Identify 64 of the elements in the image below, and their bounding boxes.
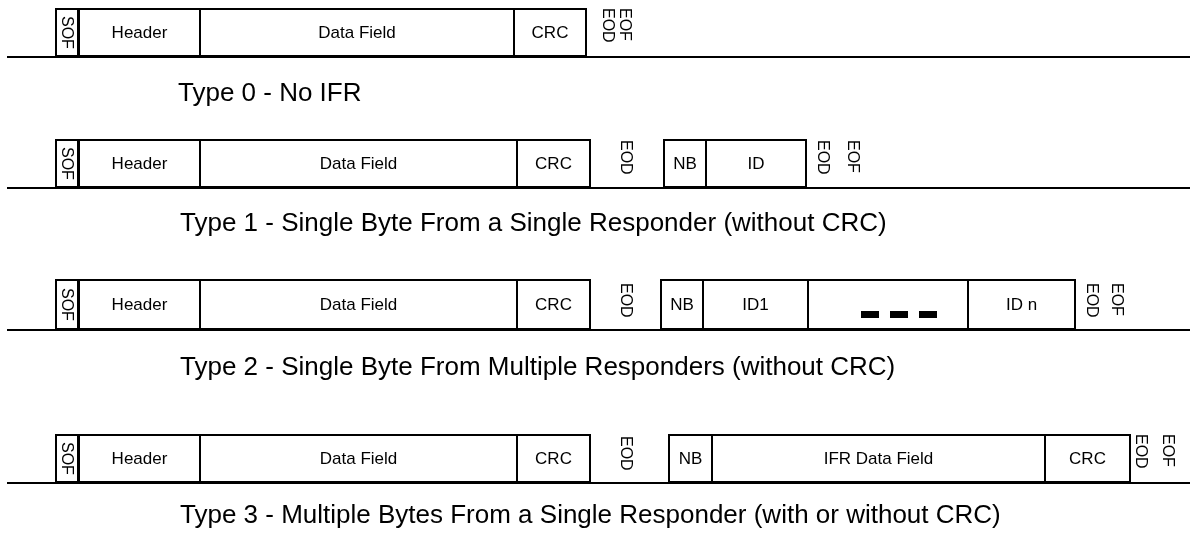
frame-field: [78, 139, 201, 188]
frame-marker-label: EOF: [617, 8, 633, 41]
field-label: ID n: [1005, 294, 1038, 315]
frame-type-caption: Type 0 - No IFR: [178, 78, 362, 107]
field-label: Data Field: [319, 448, 398, 469]
frame-field: [199, 8, 515, 57]
field-label-vertical: SOF: [59, 147, 75, 180]
frame-type-caption: Type 2 - Single Byte From Multiple Responders (without CRC): [180, 352, 896, 381]
frame-field: [516, 139, 591, 188]
frame-field: [55, 434, 79, 483]
field-label: CRC: [1069, 448, 1106, 469]
frame-field: [55, 139, 79, 188]
frame-type-caption: Type 1 - Single Byte From a Single Responder (without CRC): [180, 208, 887, 237]
field-label: Data Field: [318, 22, 396, 43]
frame-marker-label: EOF: [1160, 434, 1176, 467]
field-label: Data Field: [319, 294, 398, 315]
frame-field: [78, 434, 201, 483]
field-label: CRC: [535, 153, 572, 174]
frame-field: [78, 279, 201, 330]
frame-field: [705, 139, 807, 188]
field-label: ID: [747, 153, 765, 174]
field-label-vertical: SOF: [59, 288, 75, 321]
frame-field: [807, 279, 969, 330]
frame-field: [711, 434, 1046, 483]
field-label: NB: [678, 448, 703, 469]
frame-field: [513, 8, 587, 57]
field-label: CRC: [535, 448, 572, 469]
frame-field: [967, 279, 1076, 330]
frame-field: [516, 434, 591, 483]
frame-type-caption: Type 3 - Multiple Bytes From a Single Responder (with or without CRC): [180, 500, 1001, 529]
frame-marker-label: EOD: [815, 140, 831, 175]
field-label: NB: [673, 153, 697, 174]
frame-marker-label: EOD: [618, 436, 634, 471]
frame-marker-label: EOD: [618, 140, 634, 175]
field-label-vertical: SOF: [59, 16, 75, 49]
frame-field: [78, 8, 201, 57]
frame-field: [660, 279, 704, 330]
field-label: Header: [111, 294, 168, 315]
field-label: CRC: [535, 294, 572, 315]
field-label-vertical: SOF: [59, 442, 75, 475]
frame-field: [516, 279, 591, 330]
frame-field: [55, 279, 79, 330]
field-label: NB: [670, 294, 694, 315]
frame-field: [199, 279, 518, 330]
frame-marker-label: EOF: [845, 140, 861, 173]
field-label: Header: [111, 153, 168, 174]
frame-marker-label: EOD: [1133, 434, 1149, 469]
field-label: Header: [111, 22, 168, 43]
field-label: ID1: [742, 294, 769, 315]
frame-field: [668, 434, 713, 483]
field-label: Header: [111, 448, 168, 469]
frame-field: [663, 139, 707, 188]
frame-field: [1044, 434, 1131, 483]
frame-marker-label: EOF: [1109, 283, 1125, 316]
field-label: IFR Data Field: [823, 448, 934, 469]
frame-marker-label: EOD: [600, 8, 616, 43]
field-label: Data Field: [319, 153, 398, 174]
frame-field: [702, 279, 809, 330]
frame-field: [199, 434, 518, 483]
frame-field: [199, 139, 518, 188]
frame-marker-label: EOD: [1084, 283, 1100, 318]
frame-marker-label: EOD: [618, 283, 634, 318]
field-label: CRC: [531, 22, 569, 43]
frame-field: [55, 8, 79, 57]
